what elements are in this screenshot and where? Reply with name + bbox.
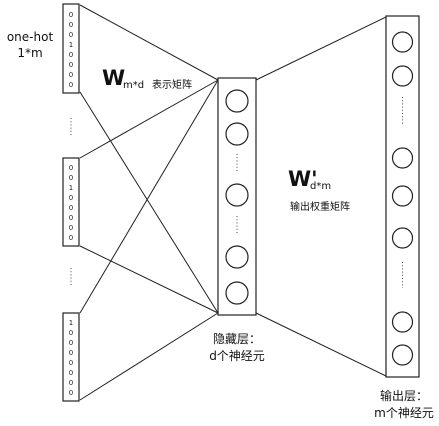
input-bit: 0 bbox=[69, 21, 73, 29]
input-bit: 0 bbox=[69, 234, 73, 242]
input-bit: 0 bbox=[69, 339, 73, 347]
output-weight-caption: 输出权重矩阵 bbox=[290, 200, 350, 213]
edge-input2-hidden-top bbox=[79, 79, 219, 159]
input-bit: 0 bbox=[69, 359, 73, 367]
hidden-neuron bbox=[225, 122, 249, 146]
hidden-neuron bbox=[225, 89, 249, 113]
input-bit: 1 bbox=[69, 319, 73, 327]
input-bit: 0 bbox=[69, 194, 73, 202]
edge-input1-hidden-top bbox=[79, 4, 219, 81]
input-vector-box bbox=[62, 3, 80, 94]
input-vector-2: 0 0 1 0 0 0 0 0 bbox=[62, 157, 80, 247]
input-bit: 0 bbox=[69, 389, 73, 397]
output-neuron bbox=[391, 344, 414, 366]
edge-input3-hidden-bottom bbox=[79, 312, 219, 401]
input-vector-3: 1 0 0 0 0 0 0 0 bbox=[62, 312, 80, 402]
edge-input1-hidden-bottom bbox=[79, 91, 219, 314]
output-label-line1: 输出层： bbox=[380, 388, 428, 403]
edge-hidden-output-bottom bbox=[255, 312, 387, 377]
hidden-neuron bbox=[225, 245, 249, 269]
input-bit: 0 bbox=[69, 11, 73, 19]
hidden-label-line1: 隐藏层： bbox=[213, 332, 261, 346]
output-neuron bbox=[391, 31, 414, 53]
output-layer bbox=[385, 15, 420, 378]
input-vector-box bbox=[62, 312, 80, 402]
input-bit: 0 bbox=[69, 379, 73, 387]
input-vector-bits: 0 0 1 0 0 0 0 0 bbox=[69, 164, 73, 242]
input-bit: 0 bbox=[69, 369, 73, 377]
output-neuron bbox=[391, 311, 414, 333]
input-bit: 0 bbox=[69, 81, 73, 89]
input-bit: 0 bbox=[69, 31, 73, 39]
input-bit: 0 bbox=[69, 349, 73, 357]
output-neuron bbox=[391, 147, 414, 169]
input-weight-subscript: m*d bbox=[123, 80, 144, 91]
input-weight-caption: 表示矩阵 bbox=[152, 78, 192, 91]
output-weight-subscript: d*m bbox=[310, 181, 331, 192]
edge-input2-hidden-bottom bbox=[79, 245, 219, 314]
input-bit: 0 bbox=[69, 224, 73, 232]
input-label-line2: 1*m bbox=[17, 46, 42, 60]
input-bit: 0 bbox=[69, 329, 73, 337]
input-bit: 0 bbox=[69, 61, 73, 69]
output-neuron bbox=[391, 65, 414, 87]
hidden-neuron bbox=[225, 183, 249, 207]
input-weight-label: W m*d 表示矩阵 bbox=[102, 66, 192, 91]
input-label-line1: one-hot bbox=[7, 30, 54, 44]
input-bit: 1 bbox=[69, 41, 73, 49]
input-bit: 0 bbox=[69, 51, 73, 59]
input-bit: 0 bbox=[69, 174, 73, 182]
input-bit: 0 bbox=[69, 71, 73, 79]
hidden-label-line2: d个神经元 bbox=[209, 349, 265, 363]
edge-hidden-output-top bbox=[255, 16, 387, 81]
hidden-neuron bbox=[225, 281, 249, 305]
input-to-hidden-connections bbox=[79, 4, 219, 401]
input-bit: 0 bbox=[69, 214, 73, 222]
input-vector-1: 0 0 0 1 0 0 0 0 bbox=[62, 3, 80, 94]
input-bit: 0 bbox=[69, 204, 73, 212]
hidden-to-output-connections bbox=[255, 16, 387, 377]
output-weight-symbol: W' bbox=[288, 167, 318, 191]
output-label-line2: m个神经元 bbox=[374, 406, 434, 420]
output-neuron bbox=[391, 227, 414, 249]
input-weight-symbol: W bbox=[102, 66, 125, 90]
input-vector-bits: 0 0 0 1 0 0 0 0 bbox=[69, 11, 73, 89]
hidden-layer bbox=[217, 77, 257, 316]
input-bit: 1 bbox=[69, 184, 73, 192]
output-neuron bbox=[391, 185, 414, 207]
input-vector-bits: 1 0 0 0 0 0 0 0 bbox=[69, 319, 73, 397]
input-bit: 0 bbox=[69, 164, 73, 172]
output-weight-label: W' d*m 输出权重矩阵 bbox=[288, 167, 350, 213]
edge-input3-hidden-top bbox=[79, 79, 219, 314]
input-vector-box bbox=[62, 157, 80, 247]
